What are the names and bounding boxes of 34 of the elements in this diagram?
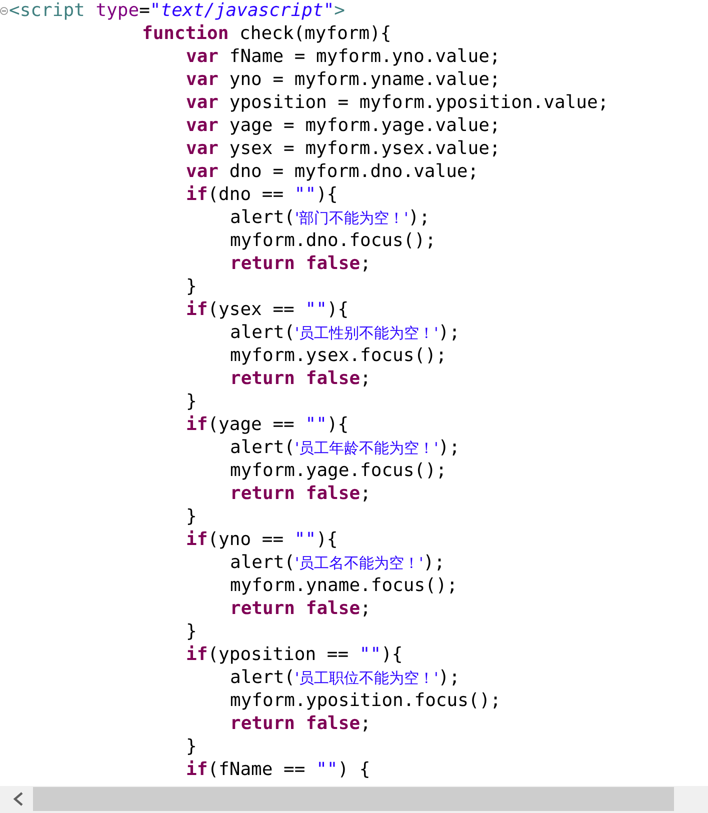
code-line: } [186, 276, 197, 298]
code-line: if(yno == ""){ [186, 529, 338, 551]
code-line: var fName = myform.yno.value; [186, 46, 500, 68]
code-line: if(dno == ""){ [186, 184, 338, 206]
code-line: if(ysex == ""){ [186, 299, 349, 321]
code-line: } [186, 391, 197, 413]
code-line: myform.yage.focus(); [230, 460, 447, 482]
code-line: var yage = myform.yage.value; [186, 115, 500, 137]
code-line: alert('员工职位不能为空！'); [230, 667, 460, 689]
code-line: if(fName == "") { [186, 759, 370, 781]
code-line: return false; [230, 368, 371, 390]
code-line: myform.ysex.focus(); [230, 345, 447, 367]
code-line: function check(myform){ [142, 23, 392, 45]
code-line: alert('部门不能为空！'); [230, 207, 430, 229]
code-line: myform.yname.focus(); [230, 575, 458, 597]
code-line: return false; [230, 483, 371, 505]
code-line: var yno = myform.yname.value; [186, 69, 500, 91]
code-line: alert('员工名不能为空！'); [230, 552, 445, 574]
code-line: myform.yposition.focus(); [230, 690, 501, 712]
code-line: if(yage == ""){ [186, 414, 349, 436]
code-line: var ysex = myform.ysex.value; [186, 138, 500, 160]
code-line: return false; [230, 713, 371, 735]
code-line: alert('员工年龄不能为空！'); [230, 437, 460, 459]
code-line: var yposition = myform.yposition.value; [186, 92, 609, 114]
code-line: } [186, 506, 197, 528]
code-line: var dno = myform.dno.value; [186, 161, 479, 183]
code-line: <script type="text/javascript"> [9, 0, 345, 22]
code-line: myform.dno.focus(); [230, 230, 436, 252]
code-line: } [186, 736, 197, 758]
code-line: alert('员工性别不能为空！'); [230, 322, 460, 344]
code-line: return false; [230, 598, 371, 620]
code-line: } [186, 621, 197, 643]
code-line: return false; [230, 253, 371, 275]
code-line: if(yposition == ""){ [186, 644, 403, 666]
